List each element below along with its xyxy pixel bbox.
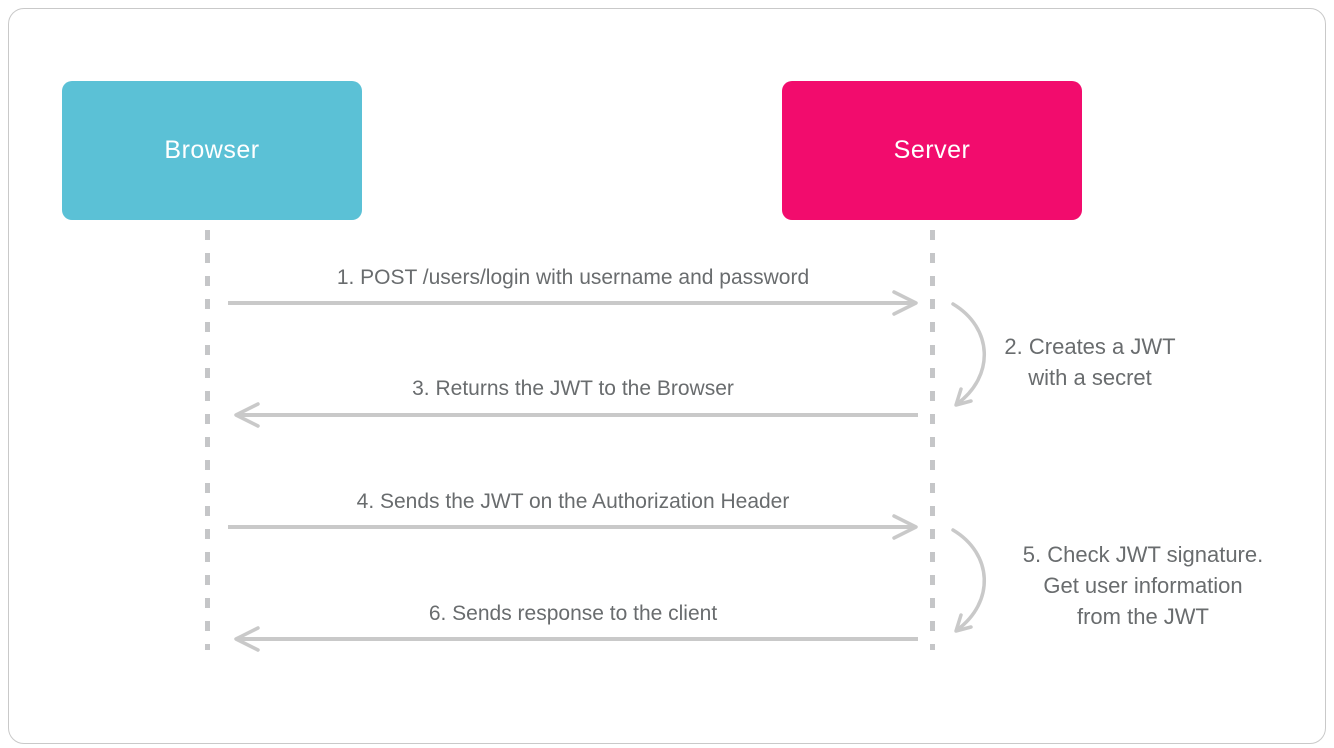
message-label-3: 3. Returns the JWT to the Browser [412, 377, 734, 400]
note-line: Get user information [1043, 573, 1243, 598]
note-line: 2. Creates a JWT [1004, 334, 1176, 359]
message-arrow-left-3 [234, 402, 918, 428]
message-arrow-right-4 [228, 514, 918, 540]
server-lifeline [930, 230, 935, 650]
message-arrow-left-6 [234, 626, 918, 652]
message-arrow-right-1 [228, 290, 918, 316]
self-call-note-2: 2. Creates a JWT with a secret [965, 331, 1215, 393]
self-call-arrow-2 [951, 302, 986, 407]
note-line: from the JWT [1076, 604, 1209, 629]
browser-lifeline [205, 230, 210, 650]
self-call-arrow-5 [951, 528, 986, 633]
note-line: 5. Check JWT signature. [1022, 542, 1264, 567]
message-label-4: 4. Sends the JWT on the Authorization He… [356, 490, 790, 513]
actor-server: Server [782, 81, 1082, 220]
note-line: with a secret [1028, 365, 1152, 390]
actor-server-label: Server [893, 136, 971, 164]
actor-browser-label: Browser [164, 136, 260, 164]
actor-browser: Browser [62, 81, 362, 220]
self-call-note-5: 5. Check JWT signature. Get user informa… [1018, 539, 1268, 632]
message-label-1: 1. POST /users/login with username and p… [336, 266, 810, 289]
message-label-6: 6. Sends response to the client [428, 602, 718, 625]
